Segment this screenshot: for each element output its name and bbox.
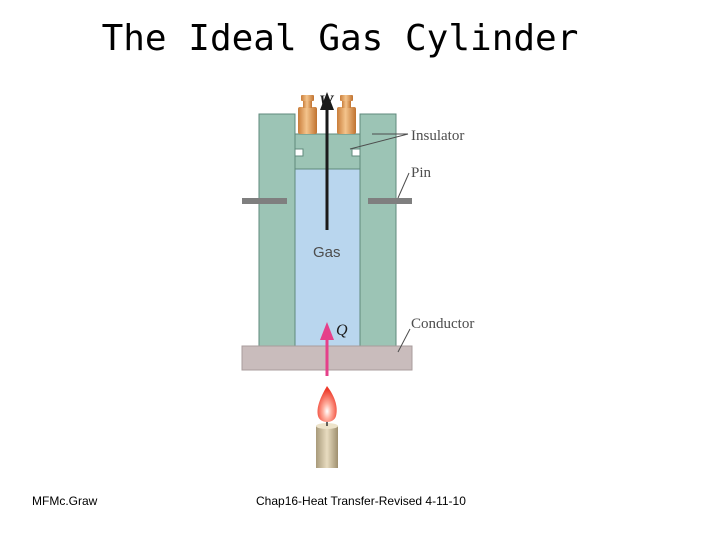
flame-icon [317,386,337,422]
weight-right [337,95,356,134]
footer-chapter: Chap16-Heat Transfer-Revised 4-11-10 [256,494,466,508]
footer-author: MFMc.Graw [32,494,98,508]
left-cylinder-wall [258,113,296,347]
piston-stop-left [294,148,304,157]
pin-right [368,198,412,204]
conductor-label: Conductor [411,316,474,332]
conductor-leader-line [397,328,411,353]
weight-left [298,95,317,134]
work-arrow [320,92,334,230]
pin-label: Pin [411,165,432,181]
pin-left [242,198,287,204]
insulator-leader-line [349,133,409,150]
candle [316,418,338,468]
heat-label: Q [336,322,348,339]
pin-leader-line [397,172,410,199]
slide-title: The Ideal Gas Cylinder [101,18,579,59]
piston-stop-right [351,148,361,157]
gas-label: Gas [313,244,341,261]
heat-arrow [320,322,334,376]
work-label: W [319,93,335,110]
insulator-label: Insulator [411,128,464,144]
right-cylinder-wall [359,113,397,347]
